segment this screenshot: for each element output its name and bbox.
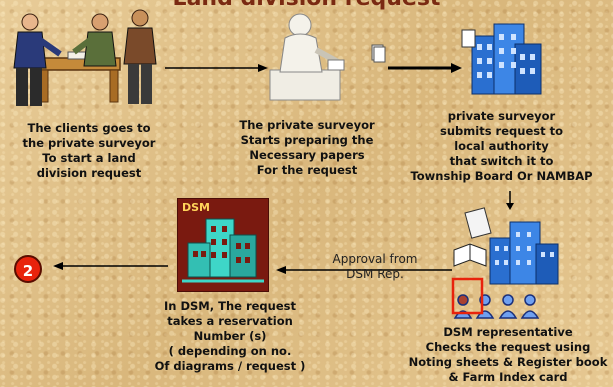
reserve-caption: In DSM, The request takes a reservation … bbox=[140, 299, 320, 374]
dsm-tile-label: DSM bbox=[182, 201, 210, 214]
dsm-building-icon bbox=[182, 218, 264, 283]
caption-line: The clients goes to bbox=[27, 121, 151, 135]
caption-line: In DSM, The request bbox=[164, 299, 296, 313]
caption-line: To start a land bbox=[42, 151, 136, 165]
caption-line: The private surveyor bbox=[239, 118, 375, 132]
page-title: Land division request bbox=[0, 0, 613, 11]
clients-caption: The clients goes to the private surveyor… bbox=[4, 121, 174, 181]
caption-line: For the request bbox=[256, 163, 358, 177]
caption-line: Noting sheets & Register book bbox=[408, 355, 608, 369]
caption-line: private surveyor bbox=[447, 109, 556, 123]
caption-line: the private surveyor bbox=[22, 136, 156, 150]
dsm-representative-illustration bbox=[451, 207, 559, 319]
caption-line: & Farm Index card bbox=[448, 370, 568, 384]
caption-line: division request bbox=[36, 166, 142, 180]
check-caption: DSM representative Checks the request us… bbox=[403, 325, 613, 385]
approval-label: Approval from DSM Rep. bbox=[316, 252, 434, 282]
next-step-badge[interactable]: 2 bbox=[14, 255, 42, 283]
caption-line: that switch it to bbox=[449, 154, 554, 168]
caption-line: Number (s) bbox=[193, 329, 267, 343]
caption-line: takes a reservation bbox=[167, 314, 293, 328]
caption-line: Starts preparing the bbox=[240, 133, 374, 147]
surveyor-illustration bbox=[269, 13, 386, 101]
caption-line: Necessary papers bbox=[249, 148, 365, 162]
caption-line: local authority bbox=[454, 139, 549, 153]
local-authority-building-illustration bbox=[461, 23, 542, 95]
prepare-caption: The private surveyor Starts preparing th… bbox=[221, 118, 393, 178]
submit-caption: private surveyor submits request to loca… bbox=[390, 109, 613, 184]
clients-meeting-illustration bbox=[13, 9, 157, 106]
approval-line: Approval from bbox=[332, 252, 418, 266]
caption-line: DSM representative bbox=[443, 325, 573, 339]
caption-line: Checks the request using bbox=[425, 340, 591, 354]
caption-line: Of diagrams / request ) bbox=[154, 359, 306, 373]
dsm-logo-tile: DSM bbox=[177, 198, 269, 292]
caption-line: Township Board Or NAMBAP bbox=[410, 169, 593, 183]
approval-line: DSM Rep. bbox=[346, 267, 404, 281]
caption-line: submits request to bbox=[440, 124, 563, 138]
caption-line: ( depending on no. bbox=[168, 344, 292, 358]
